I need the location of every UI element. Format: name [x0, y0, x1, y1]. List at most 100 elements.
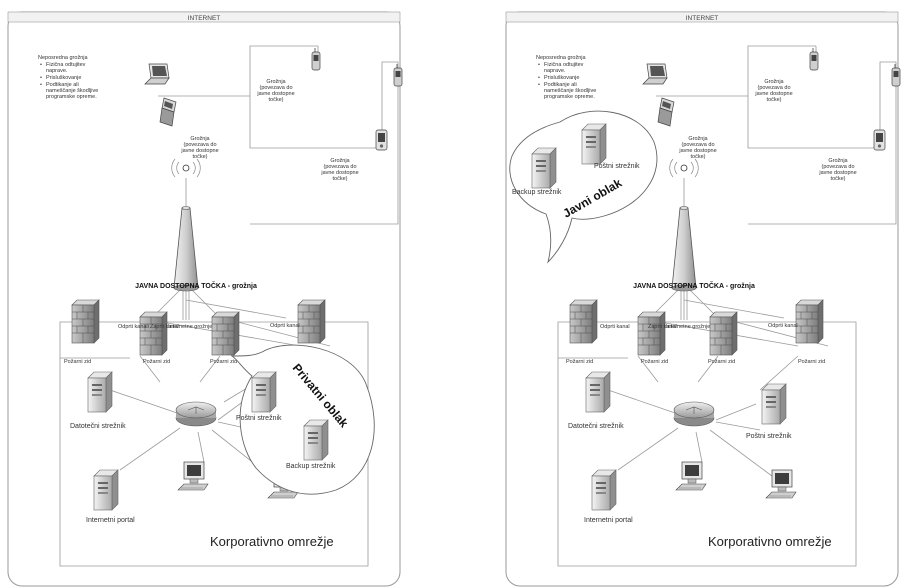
mail-server-icon [581, 123, 607, 165]
svg-text:(povezava do: (povezava do [323, 164, 356, 170]
svg-text:Grožnja: Grožnja [266, 79, 286, 85]
web-portal-server-icon [591, 469, 617, 511]
internet-header-bar [7, 11, 401, 23]
svg-text:Internetne grožnje: Internetne grožnje [666, 324, 710, 330]
svg-text:javne dostopne: javne dostopne [180, 148, 218, 154]
svg-text:Zaprti kanal: Zaprti kanal [150, 324, 179, 330]
svg-text:nameščanje škodljive: nameščanje škodljive [544, 88, 596, 94]
firewall-icon [569, 299, 598, 344]
pda-icon [873, 129, 886, 151]
svg-text:(povezava do: (povezava do [821, 164, 854, 170]
threat-label-1: Grožnja (povezava do javne dostopne točk… [754, 79, 792, 103]
svg-text:Grožnja: Grožnja [330, 158, 350, 164]
svg-text:Požarni zid: Požarni zid [708, 359, 735, 365]
svg-text:točke): točke) [333, 176, 348, 182]
threats-block: Neposredna grožnja • Fizična odtujitev n… [38, 55, 98, 100]
svg-text:(povezava do: (povezava do [259, 85, 292, 91]
file-server-label: Datotečni strežnik [70, 423, 126, 430]
svg-text:naprave.: naprave. [46, 68, 68, 74]
threat-label-1: Grožnja (povezava do javne dostopne točk… [256, 79, 294, 103]
panel-public-cloud: INTERNET Neposredna grožnja • Fizična od… [505, 11, 901, 587]
threat-label-2: Grožnja (povezava do javne dostopne točk… [678, 136, 716, 160]
svg-text:Fizična odtujitev: Fizična odtujitev [544, 62, 584, 68]
svg-text:(povezava do: (povezava do [681, 142, 714, 148]
mail-server-label: Poštni strežnik [746, 433, 792, 440]
svg-text:•: • [40, 75, 42, 81]
threat-label-3: Grožnja (povezava do javne dostopne točk… [320, 158, 358, 182]
svg-text:naprave.: naprave. [544, 68, 566, 74]
mail-server-label: Poštni strežnik [594, 163, 640, 170]
internet-header-bar [505, 11, 899, 23]
internet-header: INTERNET [686, 15, 719, 22]
panel-private-cloud: INTERNET Neposredna grožnja • Fizična od… [7, 11, 403, 587]
svg-text:Grožnja: Grožnja [190, 136, 210, 142]
web-portal-label: Internetni portal [584, 517, 633, 524]
svg-text:•: • [538, 62, 540, 68]
svg-text:javne dostopne: javne dostopne [256, 91, 294, 97]
svg-text:programske opreme.: programske opreme. [544, 94, 595, 100]
svg-text:Požarni zid: Požarni zid [798, 359, 825, 365]
svg-text:javne dostopne: javne dostopne [678, 148, 716, 154]
file-server-icon [87, 371, 113, 413]
svg-text:Odprti kanali: Odprti kanali [118, 324, 149, 330]
file-server-label: Datotečni strežnik [568, 423, 624, 430]
firewall-icon [139, 311, 168, 356]
svg-text:javne dostopne: javne dostopne [818, 170, 856, 176]
svg-text:(povezava do: (povezava do [183, 142, 216, 148]
svg-text:Zaprti kanal: Zaprti kanal [648, 324, 677, 330]
web-portal-label: Internetni portal [86, 517, 135, 524]
svg-text:točke): točke) [767, 97, 782, 103]
svg-text:•: • [40, 62, 42, 68]
svg-text:Grožnja: Grožnja [828, 158, 848, 164]
svg-text:•: • [40, 82, 42, 88]
svg-text:Grožnja: Grožnja [688, 136, 708, 142]
svg-text:Odprti kanal: Odprti kanal [600, 324, 630, 330]
svg-text:Požarni zid: Požarni zid [210, 359, 237, 365]
corporate-network-label: Korporativno omrežje [210, 534, 334, 549]
svg-text:točke): točke) [691, 154, 706, 160]
backup-server-label: Backup strežnik [512, 189, 562, 196]
svg-text:Prisluškovanje: Prisluškovanje [544, 75, 579, 81]
svg-text:Internetne grožnje: Internetne grožnje [168, 324, 212, 330]
access-point-label: JAVNA DOSTOPNA TOČKA - grožnja [135, 281, 257, 290]
backup-server-icon [303, 419, 329, 461]
file-server-icon [585, 371, 611, 413]
corporate-network-label: Korporativno omrežje [708, 534, 832, 549]
svg-text:točke): točke) [193, 154, 208, 160]
svg-text:Podtikanje ali: Podtikanje ali [544, 82, 577, 88]
mail-server-icon [251, 371, 277, 413]
firewall-icon [709, 311, 738, 356]
router-icon [673, 401, 715, 427]
threats-block: Neposredna grožnja • Fizična odtujitev n… [536, 55, 596, 100]
svg-text:Požarni zid: Požarni zid [64, 359, 91, 365]
internet-header: INTERNET [188, 15, 221, 22]
svg-text:Požarni zid: Požarni zid [566, 359, 593, 365]
threat-label-3: Grožnja (povezava do javne dostopne točk… [818, 158, 856, 182]
svg-text:Grožnja: Grožnja [764, 79, 784, 85]
firewall-icon [211, 311, 240, 356]
access-point-label: JAVNA DOSTOPNA TOČKA - grožnja [633, 281, 755, 290]
svg-text:programske opreme.: programske opreme. [46, 94, 97, 100]
svg-text:Podtikanje ali: Podtikanje ali [46, 82, 79, 88]
svg-text:točke): točke) [269, 97, 284, 103]
svg-text:Odprti kanal: Odprti kanal [270, 323, 300, 329]
backup-server-icon [531, 147, 557, 189]
threat-label-2: Grožnja (povezava do javne dostopne točk… [180, 136, 218, 160]
svg-text:Neposredna grožnja: Neposredna grožnja [536, 55, 586, 61]
mail-server-label: Poštni strežnik [236, 415, 282, 422]
svg-text:Neposredna grožnja: Neposredna grožnja [38, 55, 88, 61]
web-portal-server-icon [93, 469, 119, 511]
svg-text:javne dostopne: javne dostopne [320, 170, 358, 176]
svg-text:javne dostopne: javne dostopne [754, 91, 792, 97]
backup-server-label: Backup strežnik [286, 463, 336, 470]
svg-text:Požarni zid: Požarni zid [641, 359, 668, 365]
firewall-icon [795, 299, 824, 344]
svg-text:(povezava do: (povezava do [757, 85, 790, 91]
firewall-icon [637, 311, 666, 356]
svg-text:•: • [538, 75, 540, 81]
pda-icon [375, 129, 388, 151]
svg-text:Odprti kanal: Odprti kanal [768, 323, 798, 329]
svg-text:Požarni zid: Požarni zid [143, 359, 170, 365]
router-icon [175, 401, 217, 427]
svg-text:Prisluškovanje: Prisluškovanje [46, 75, 81, 81]
